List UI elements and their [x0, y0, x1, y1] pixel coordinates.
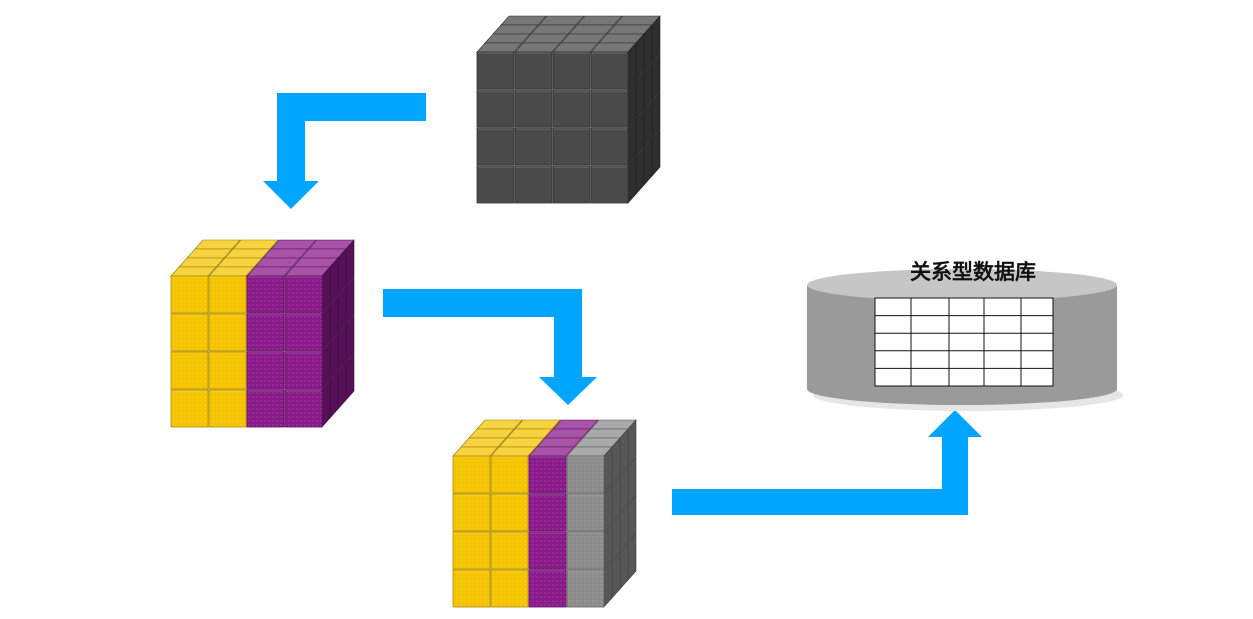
cube-cell — [514, 165, 553, 204]
cube-cell — [476, 127, 515, 166]
cube-cell — [492, 24, 539, 35]
cube-cell — [452, 446, 499, 494]
cube-cell — [246, 313, 285, 352]
cube-cell — [170, 389, 209, 428]
cube-cell — [194, 239, 241, 250]
cube-cell — [590, 419, 637, 467]
cube-cell — [300, 248, 347, 296]
cube-cell — [566, 522, 613, 570]
cube-cell — [284, 380, 331, 428]
cube-cell — [468, 428, 515, 439]
cube-cell — [498, 437, 545, 448]
cube-cell — [476, 165, 515, 204]
cube-cell — [208, 351, 247, 390]
cube-cell — [552, 419, 599, 430]
cube-cell — [590, 156, 637, 204]
cube-cell — [514, 89, 553, 128]
cube-cell — [224, 248, 271, 259]
cube-cell — [452, 531, 491, 570]
cube-cell — [590, 118, 637, 166]
cube-cell — [270, 239, 317, 250]
cube-cell — [254, 257, 301, 268]
database-table — [874, 297, 1054, 387]
arrow-source-to-partial — [263, 93, 426, 209]
cube-cell — [500, 15, 547, 26]
relational-database — [807, 269, 1123, 411]
cube-cell — [614, 15, 661, 63]
cube-cell — [530, 24, 577, 35]
cube-cell — [560, 33, 607, 44]
arrow-materialized-to-database — [672, 410, 982, 515]
cube-cell — [186, 248, 233, 259]
cube-cell — [292, 257, 339, 305]
cube-cell — [460, 437, 507, 448]
cube-cell — [566, 484, 613, 532]
cube-cell — [506, 428, 553, 439]
cube-cell — [208, 313, 247, 352]
cube-cell — [590, 80, 637, 128]
cube-cell — [490, 531, 529, 570]
cube-cell — [544, 428, 591, 439]
cube-cell — [170, 266, 217, 314]
cube-cell — [170, 351, 209, 390]
database-label: 关系型数据库 — [910, 260, 1036, 284]
cube-cell — [528, 569, 567, 608]
cube-cell — [598, 33, 645, 81]
cube-cell — [566, 446, 613, 494]
cube-cell — [246, 266, 293, 314]
cube-cell — [514, 419, 561, 430]
cube-cell — [476, 419, 523, 430]
cube-cell — [216, 257, 263, 268]
cube-cell — [514, 127, 553, 166]
cube-cell — [262, 248, 309, 259]
cube-cell — [170, 313, 209, 352]
cubes — [170, 15, 661, 608]
partial-cube — [170, 239, 355, 428]
cube-cell — [484, 33, 531, 44]
cube-cell — [536, 437, 583, 448]
cube-cell — [284, 342, 331, 390]
cube-cell — [490, 493, 529, 532]
cube-cell — [284, 304, 331, 352]
cube-cell — [576, 15, 623, 26]
cube-cell — [552, 42, 599, 90]
cube-cell — [552, 89, 591, 128]
cube-cell — [178, 257, 225, 268]
cube-cell — [490, 446, 537, 494]
cube-cell — [232, 239, 279, 250]
cube-cell — [490, 569, 529, 608]
cube-cell — [566, 560, 613, 608]
cube-cell — [522, 33, 569, 44]
cube-cell — [514, 42, 561, 90]
source-cube — [476, 15, 661, 204]
cube-cell — [208, 266, 255, 314]
cube-cell — [308, 239, 355, 287]
cube-cell — [452, 569, 491, 608]
cube-cell — [568, 24, 615, 35]
cube-cell — [208, 389, 247, 428]
cube-cell — [528, 531, 567, 570]
cube-cell — [452, 493, 491, 532]
materialized-cube — [452, 419, 637, 608]
cube-cell — [476, 89, 515, 128]
cube-cell — [574, 437, 621, 485]
arrow-partial-to-materialized — [383, 289, 597, 405]
flow-arrows — [263, 93, 982, 515]
cube-cell — [552, 127, 591, 166]
cube-cell — [476, 42, 523, 90]
cube-cell — [528, 446, 575, 494]
cube-cell — [284, 266, 331, 314]
cube-cell — [246, 351, 285, 390]
cube-cell — [246, 389, 285, 428]
cube-cell — [552, 165, 591, 204]
cube-cell — [590, 42, 637, 90]
cube-cell — [528, 493, 567, 532]
database-top — [807, 269, 1117, 301]
cube-cell — [538, 15, 585, 26]
